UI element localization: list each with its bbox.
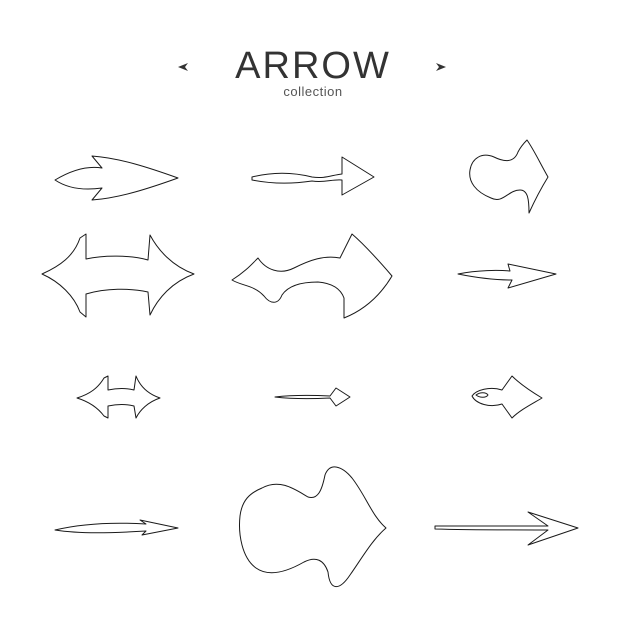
header: ARROW collection [0,44,626,104]
blob-arrow-icon [239,466,387,588]
leaf-arrow-icon [54,155,179,201]
arrow-left-icon[interactable] [176,60,190,74]
long-needle-arrow-icon [54,519,179,536]
small-double-arrow-icon [76,375,161,419]
bulb-arrow-icon [469,139,549,214]
page-title: ARROW [235,45,391,87]
fish-arrow-icon [471,375,543,419]
page-subtitle: collection [283,84,343,99]
slim-arrow-icon [457,263,557,289]
double-arrow-icon [41,233,195,318]
wavy-shaft-arrow-icon [251,156,375,196]
long-line-arrow-icon [434,511,579,546]
arrow-right-icon[interactable] [434,60,448,74]
ribbon-arrow-icon [231,233,393,319]
small-slim-arrow-icon [274,387,351,407]
